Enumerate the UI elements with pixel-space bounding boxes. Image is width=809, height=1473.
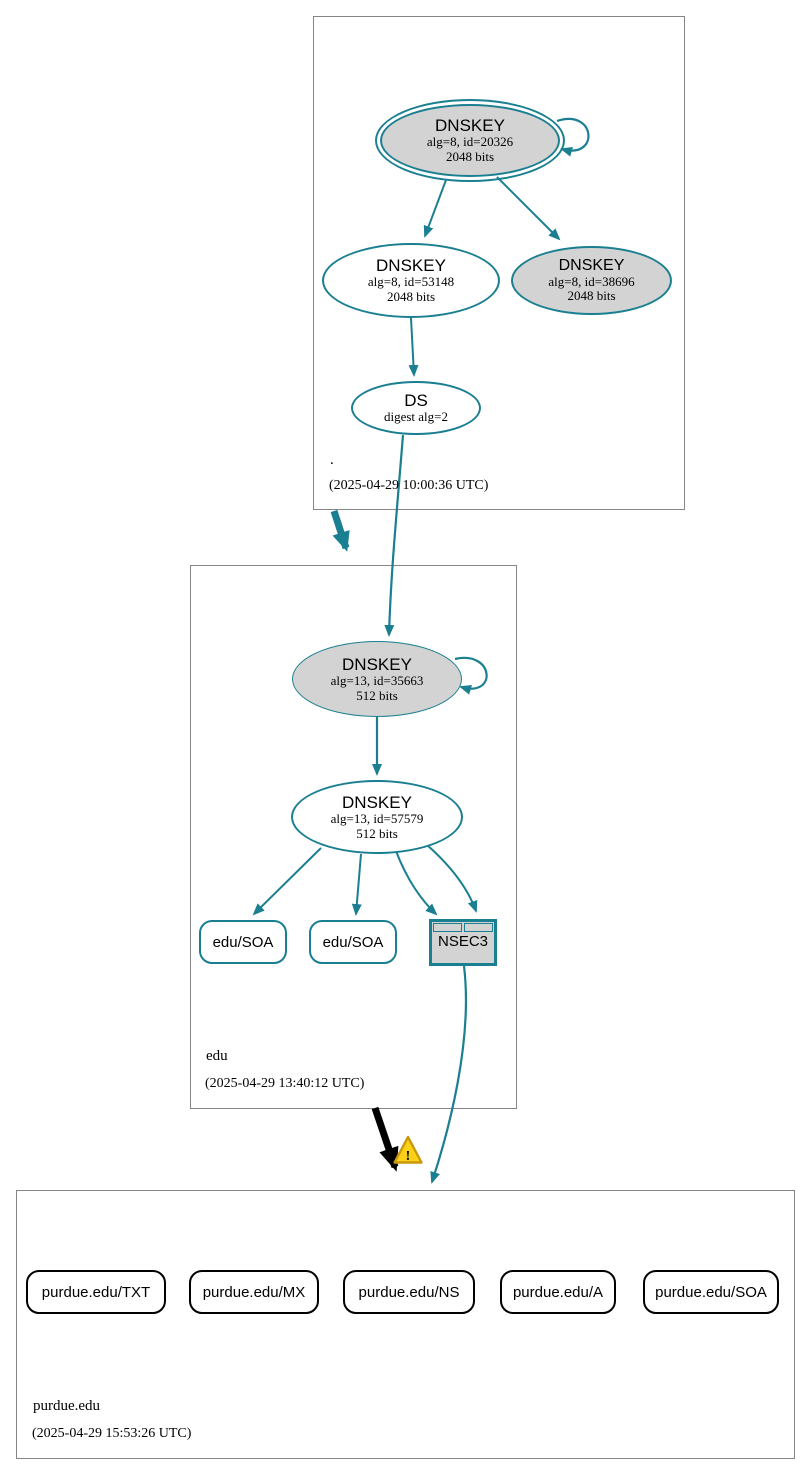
zone-name-root: . xyxy=(330,452,334,468)
rrset-purdue-txt: purdue.edu/TXT xyxy=(26,1270,166,1314)
rrset-label: purdue.edu/NS xyxy=(358,1283,460,1301)
nsec3-cell-right xyxy=(464,923,493,932)
rrset-edu-soa-2: edu/SOA xyxy=(309,920,397,964)
dnskey-root-ksk2: DNSKEY alg=8, id=38696 2048 bits xyxy=(511,246,672,315)
rrset-purdue-a: purdue.edu/A xyxy=(500,1270,616,1314)
node-title: DNSKEY xyxy=(558,257,625,274)
rrset-label: purdue.edu/A xyxy=(512,1283,604,1301)
edge-ds-to-edu-ksk xyxy=(384,434,405,637)
warning-icon: ! xyxy=(393,1135,423,1164)
node-title: DNSKEY xyxy=(342,654,412,674)
edge-edu-zone-to-purdue-zone-bogus xyxy=(371,1106,399,1172)
rrset-label: purdue.edu/TXT xyxy=(41,1283,151,1301)
node-title: DNSKEY xyxy=(435,116,505,136)
node-title: DS xyxy=(404,391,428,411)
node-alg-id: alg=8, id=53148 xyxy=(367,274,455,290)
node-title: DNSKEY xyxy=(342,792,412,812)
node-alg-id: alg=8, id=38696 xyxy=(548,273,635,289)
zone-box-edu xyxy=(190,565,517,1109)
rrset-purdue-soa: purdue.edu/SOA xyxy=(643,1270,779,1314)
edge-edu-ksk-selfloop xyxy=(454,656,488,695)
zone-timestamp-purdue: (2025-04-29 15:53:26 UTC) xyxy=(32,1426,192,1441)
ds-root: DS digest alg=2 xyxy=(351,381,481,435)
node-digest: digest alg=2 xyxy=(383,409,449,425)
node-bits: 512 bits xyxy=(356,687,398,703)
nsec3-cell-left xyxy=(433,923,462,932)
rrset-label: purdue.edu/SOA xyxy=(655,1283,767,1301)
nsec3-header xyxy=(432,922,494,932)
rrset-edu-soa-1: edu/SOA xyxy=(199,920,287,964)
node-bits: 2048 bits xyxy=(386,289,436,305)
edge-root-zsk-to-ds xyxy=(408,317,419,377)
zone-name-purdue: purdue.edu xyxy=(33,1398,101,1414)
edge-edu-zsk-to-soa1 xyxy=(252,847,322,916)
zone-box-purdue xyxy=(16,1190,795,1459)
rrset-label: edu/SOA xyxy=(322,933,384,951)
edge-edu-zsk-to-soa2 xyxy=(351,853,362,916)
dnskey-root-ksk-inner-ring xyxy=(380,104,560,177)
svg-text:!: ! xyxy=(406,1149,411,1164)
edge-edu-zsk-to-nsec3-right xyxy=(426,844,478,913)
edge-edu-zsk-to-nsec3-left xyxy=(395,850,438,916)
rrset-purdue-ns: purdue.edu/NS xyxy=(343,1270,475,1314)
zone-name-edu: edu xyxy=(206,1048,228,1064)
node-bits: 2048 bits xyxy=(567,288,616,304)
node-alg-id: alg=13, id=57579 xyxy=(330,810,424,826)
zone-box-root xyxy=(313,16,685,510)
rrset-label: purdue.edu/MX xyxy=(202,1283,306,1301)
edge-root-ksk-selfloop xyxy=(556,117,590,157)
node-alg-id: alg=8, id=20326 xyxy=(426,134,514,150)
dnskey-root-zsk: DNSKEY alg=8, id=53148 2048 bits xyxy=(322,243,500,318)
dnskey-edu-ksk: DNSKEY alg=13, id=35663 512 bits xyxy=(292,641,462,717)
zone-timestamp-root: (2025-04-29 10:00:36 UTC) xyxy=(329,478,489,493)
rrset-purdue-mx: purdue.edu/MX xyxy=(189,1270,319,1314)
node-title: DNSKEY xyxy=(376,256,446,276)
zone-timestamp-edu: (2025-04-29 13:40:12 UTC) xyxy=(205,1076,365,1091)
edge-root-ksk-to-ksk2 xyxy=(496,176,561,241)
edge-root-zone-to-edu-zone xyxy=(330,509,350,552)
nsec3-node: NSEC3 xyxy=(429,919,497,966)
rrset-label: edu/SOA xyxy=(212,933,274,951)
dnskey-edu-zsk: DNSKEY alg=13, id=57579 512 bits xyxy=(291,780,463,854)
node-bits: 2048 bits xyxy=(445,149,495,165)
node-bits: 512 bits xyxy=(356,825,398,841)
dnskey-edu-ksk-fill xyxy=(293,642,461,716)
nsec3-label: NSEC3 xyxy=(437,933,489,950)
node-alg-id: alg=13, id=35663 xyxy=(330,672,424,688)
edge-nsec3-to-purdue-zone xyxy=(430,965,468,1184)
dnskey-root-ksk: DNSKEY alg=8, id=20326 2048 bits xyxy=(375,99,565,182)
edge-root-ksk-to-zsk xyxy=(423,179,447,238)
